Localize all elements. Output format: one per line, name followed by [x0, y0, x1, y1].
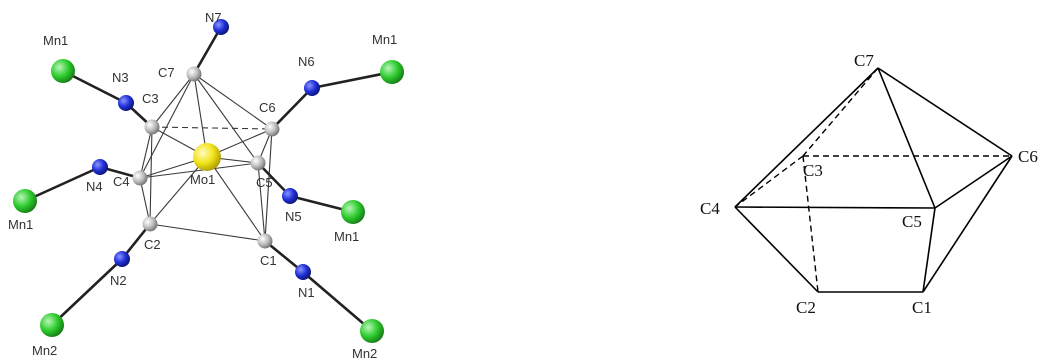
bond-n1-c1: [263, 239, 305, 274]
cage-dashed-c3-c6: [151, 126, 273, 130]
cage-edge-mo1-c2: [149, 156, 208, 225]
atoms: [13, 19, 404, 343]
atom-label-c5: C5: [256, 175, 273, 190]
atom-n5: [282, 188, 298, 204]
atom-n4: [92, 159, 108, 175]
poly-dashed-edge-c3-c2: [802, 155, 819, 293]
atom-mn1-ml: [13, 189, 37, 213]
atom-mo1: [193, 143, 221, 171]
atom-label-n1: N1: [298, 285, 315, 300]
atom-n1: [295, 264, 311, 280]
atom-mn1-tr: [380, 60, 404, 84]
atom-label-n2: N2: [110, 273, 127, 288]
atom-n7: [213, 19, 229, 35]
poly-edge-c7-c4: [734, 67, 879, 208]
poly-label-c6: C6: [1018, 147, 1038, 166]
atom-mn1-mr: [341, 200, 365, 224]
cage-edge-c3-c4: [139, 126, 153, 179]
atom-c7: [186, 66, 202, 82]
cage-edge-c7-c3: [151, 73, 195, 128]
cage-edge-mo1-c7: [193, 73, 208, 158]
cage-edge-c5-c1: [257, 162, 266, 242]
atom-label-mo1: Mo1: [190, 172, 215, 187]
bond-n6-c6: [270, 86, 314, 131]
bond-mn1_ml-n4: [23, 165, 102, 203]
bond-n7-c7: [192, 25, 223, 76]
atom-n3: [118, 95, 134, 111]
cage-edge-mo1-c1: [206, 156, 266, 242]
atom-label-n5: N5: [285, 209, 302, 224]
atom-c5: [250, 155, 266, 171]
atom-label-n7: N7: [205, 10, 222, 25]
atom-c4: [132, 170, 148, 186]
atom-label-c6: C6: [259, 100, 276, 115]
atom-label-mn2-bl: Mn2: [32, 343, 57, 358]
poly-label-c7: C7: [854, 51, 874, 70]
polyhedron-edges: [734, 67, 1013, 293]
poly-edge-c5-c6: [934, 155, 1013, 209]
atom-label-mn1-tr: Mn1: [372, 32, 397, 47]
cage-edge-c4-c5: [139, 162, 259, 179]
poly-label-c2: C2: [796, 298, 816, 317]
atom-label-n4: N4: [86, 179, 103, 194]
atom-label-c4: C4: [113, 174, 130, 189]
bond-mn2_br-n1: [301, 270, 374, 333]
atom-mn1-tl: [51, 59, 75, 83]
atom-label-n3: N3: [112, 70, 129, 85]
cage-edge-c7-c6: [193, 73, 273, 130]
poly-dashed-edge-c7-c3: [802, 67, 879, 157]
bond-mn1_tr-n6: [310, 70, 394, 90]
atom-c3: [144, 119, 160, 135]
atom-label-c1: C1: [260, 253, 277, 268]
poly-edge-c4-c5: [734, 206, 936, 209]
poly-edge-c4-c2: [734, 206, 819, 293]
atom-n6: [304, 80, 320, 96]
poly-label-c3: C3: [803, 161, 823, 180]
poly-dashed-edge-c3-c4: [734, 155, 804, 208]
atom-mn2-br: [360, 319, 384, 343]
atom-label-c2: C2: [144, 237, 161, 252]
atom-label-mn1-mr: Mn1: [334, 229, 359, 244]
atom-c2: [142, 216, 158, 232]
atom-label-c3: C3: [142, 91, 159, 106]
cage-edge-c3-c2: [149, 126, 153, 225]
atom-mn2-bl: [40, 313, 64, 337]
poly-label-c5: C5: [902, 212, 922, 231]
poly-label-c4: C4: [700, 199, 720, 218]
poly-edge-c7-c5: [877, 67, 936, 209]
poly-label-c1: C1: [912, 298, 932, 317]
poly-edge-c6-c1: [922, 155, 1013, 293]
atom-label-c7: C7: [158, 65, 175, 80]
cage-edge-c2-c1: [149, 223, 266, 242]
poly-edge-c5-c1: [922, 207, 936, 293]
atom-label-mn1-tl: Mn1: [43, 33, 68, 48]
atom-label-mn1-ml: Mn1: [8, 217, 33, 232]
cage-edge-c7-c4: [139, 73, 195, 179]
bond-mn2_bl-n2: [50, 257, 124, 327]
atom-n2: [114, 251, 130, 267]
cage-edge-c6-c1: [264, 128, 273, 242]
poly-edge-c7-c6: [877, 67, 1013, 157]
atom-c1: [257, 233, 273, 249]
atom-label-n6: N6: [298, 54, 315, 69]
cage-edge-c4-c2: [139, 177, 151, 225]
cage-edge-c7-c5: [193, 73, 259, 164]
atom-c6: [264, 121, 280, 137]
atom-label-mn2-br: Mn2: [352, 346, 377, 361]
